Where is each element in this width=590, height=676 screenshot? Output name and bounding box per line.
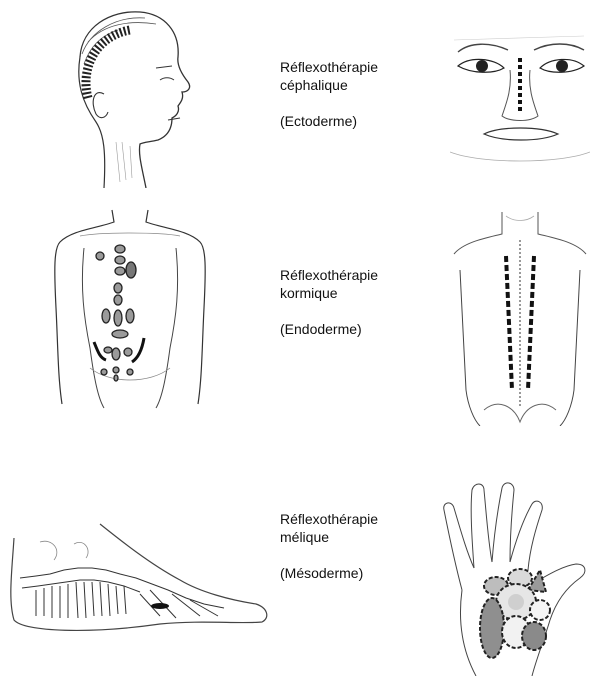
section-2-title-line1: Réflexothérapie (280, 266, 378, 284)
foot-side-illustration (0, 520, 270, 640)
section-1-title-line1: Réflexothérapie (280, 58, 378, 76)
section-1-layer: (Ectoderme) (280, 112, 378, 130)
left-paravertebral-line (506, 256, 512, 390)
section-3-layer: (Mésoderme) (280, 564, 378, 582)
scalp-zone-marker (86, 30, 130, 98)
section-3-label: Réflexothérapie mélique (Mésoderme) (280, 510, 378, 582)
back-illustration (450, 210, 590, 426)
section-1-title-line2: céphalique (280, 76, 378, 94)
head-profile-illustration (60, 2, 205, 188)
section-2-layer: (Endoderme) (280, 320, 378, 338)
section-3-title-line1: Réflexothérapie (280, 510, 378, 528)
torso-front-illustration (50, 208, 210, 410)
left-eye (458, 59, 504, 72)
palm-reflex-zones (480, 569, 550, 658)
section-1-label: Réflexothérapie céphalique (Ectoderme) (280, 58, 378, 130)
face-front-illustration (450, 28, 590, 168)
section-2-label: Réflexothérapie kormique (Endoderme) (280, 266, 378, 338)
palm-illustration (436, 480, 590, 676)
right-paravertebral-line (528, 256, 534, 390)
section-2-title-line2: kormique (280, 284, 378, 302)
right-eye (540, 59, 584, 72)
section-3-title-line2: mélique (280, 528, 378, 546)
foot-reflex-segments (20, 568, 224, 618)
foot-marker (151, 603, 169, 609)
organ-markers (96, 245, 136, 381)
